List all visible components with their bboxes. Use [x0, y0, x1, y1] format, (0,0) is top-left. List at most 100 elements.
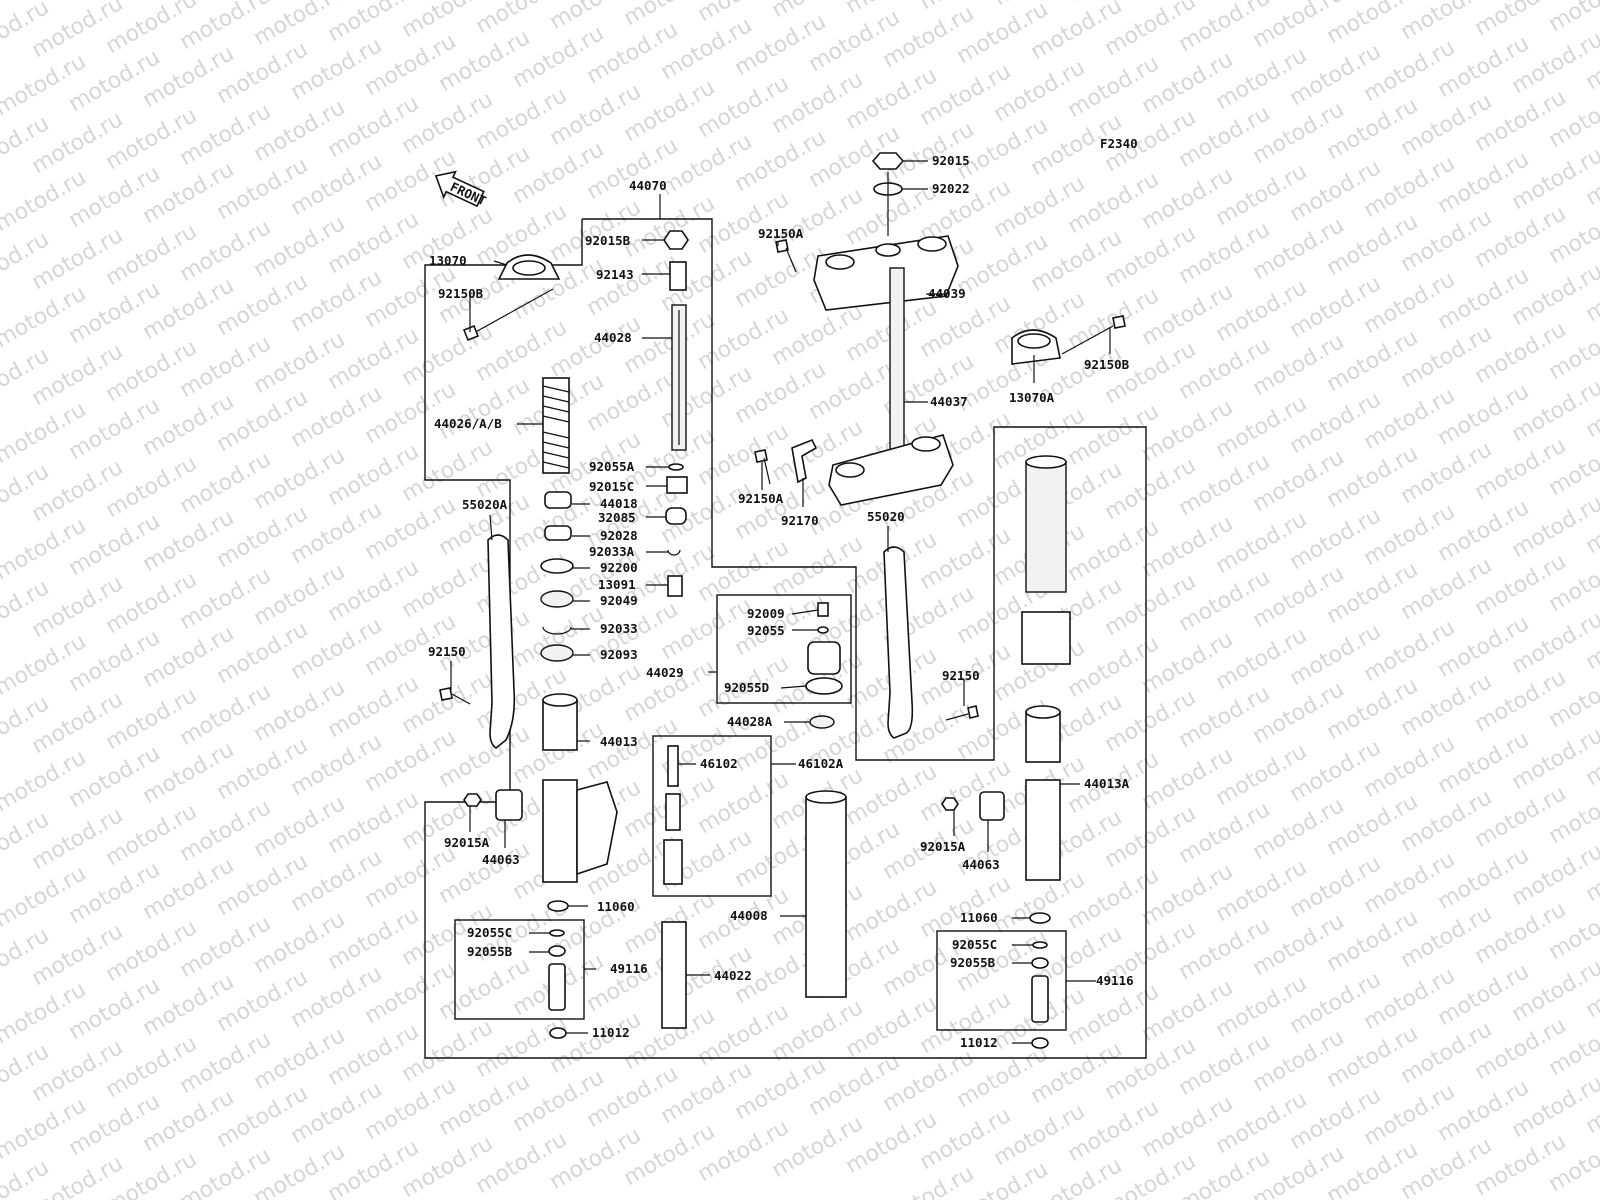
clamp-13070-icon: [499, 255, 559, 279]
oring-92055-icon: [818, 627, 828, 633]
label-13070: 13070: [429, 253, 467, 268]
label-92150-left: 92150: [428, 644, 466, 659]
label-44063-left: 44063: [482, 852, 520, 867]
label-92170: 92170: [781, 513, 819, 528]
outer-tube-44013-icon: [543, 694, 617, 882]
label-44028: 44028: [594, 330, 632, 345]
label-92200: 92200: [600, 560, 638, 575]
nut-92015-icon: [873, 153, 903, 169]
label-92055: 92055: [747, 623, 785, 638]
label-92049: 92049: [600, 593, 638, 608]
washer-44028a-icon: [810, 716, 834, 728]
label-44026: 44026/A/B: [434, 416, 502, 431]
label-44018: 44018: [600, 496, 638, 511]
label-92150b-right: 92150B: [1084, 357, 1130, 372]
washer-92200-icon: [541, 559, 573, 573]
label-92015: 92015: [932, 153, 970, 168]
bushing-44018-icon: [545, 492, 571, 508]
label-92015c: 92015C: [589, 479, 634, 494]
label-44039: 44039: [928, 286, 966, 301]
nut-92015a-right-icon: [942, 798, 958, 810]
label-92009: 92009: [747, 606, 785, 621]
label-92028: 92028: [600, 528, 638, 543]
fork-guard-55020-icon: [884, 547, 912, 738]
oring-92055a-icon: [669, 464, 683, 470]
clamp-44063-left-icon: [496, 790, 522, 820]
label-13070a: 13070A: [1009, 390, 1055, 405]
label-92150a-top: 92150A: [758, 226, 804, 241]
label-44070: 44070: [629, 178, 667, 193]
cap-44029-icon: [808, 642, 840, 674]
label-32085: 32085: [598, 510, 636, 525]
label-92033: 92033: [600, 621, 638, 636]
nut-92015c-icon: [667, 477, 687, 493]
collar-92143-icon: [670, 262, 686, 290]
nut-11012-right-icon: [1032, 1038, 1048, 1048]
bushing-92028-icon: [545, 526, 571, 540]
rod-46102a-upper-icon: [666, 794, 680, 830]
rod-46102a-lower-icon: [664, 840, 682, 884]
label-92150-right: 92150: [942, 668, 980, 683]
clamp-44063-right-icon: [980, 792, 1004, 820]
label-92055b-left: 92055B: [467, 944, 513, 959]
label-13091: 13091: [598, 577, 636, 592]
bolt-13091-icon: [668, 576, 682, 596]
label-92150a-bottom: 92150A: [738, 491, 784, 506]
rod-46102-icon: [668, 746, 678, 786]
label-44037: 44037: [930, 394, 968, 409]
label-44022: 44022: [714, 968, 752, 983]
outer-tube-44013a-icon: [1026, 706, 1060, 880]
label-55020a: 55020A: [462, 497, 508, 512]
label-44029: 44029: [646, 665, 684, 680]
seal-92049-icon: [541, 591, 573, 607]
label-92143: 92143: [596, 267, 634, 282]
clamp-13070a-icon: [1012, 330, 1060, 364]
label-49116-left: 49116: [610, 961, 648, 976]
label-44063-right: 44063: [962, 857, 1000, 872]
figure-code: F2340: [1100, 136, 1138, 151]
label-92093: 92093: [600, 647, 638, 662]
collar-32085-icon: [666, 508, 686, 524]
screw-92009-icon: [818, 603, 828, 616]
label-46102a: 46102A: [798, 756, 844, 771]
label-11060-right: 11060: [960, 910, 998, 925]
label-92150b-left: 92150B: [438, 286, 484, 301]
nut-92015b-icon: [664, 231, 688, 249]
label-11060-left: 11060: [597, 899, 635, 914]
label-92033a: 92033A: [589, 544, 635, 559]
oring-92055c-left-icon: [550, 930, 564, 936]
label-44028a: 44028A: [727, 714, 773, 729]
label-44008: 44008: [730, 908, 768, 923]
nut-92015a-left-icon: [464, 794, 481, 806]
inner-tube-right-icon: [1022, 456, 1070, 664]
label-55020: 55020: [867, 509, 905, 524]
spring-44026-icon: [543, 378, 569, 473]
valve-49116-left-icon: [549, 964, 565, 1010]
label-46102: 46102: [700, 756, 738, 771]
label-92055d: 92055D: [724, 680, 769, 695]
clip-92033a-icon: [668, 550, 680, 555]
seal-92093-icon: [541, 645, 573, 661]
inner-tube-44008-icon: [806, 797, 846, 997]
label-11012-left: 11012: [592, 1025, 630, 1040]
oring-92055b-right-icon: [1032, 958, 1048, 968]
label-92015b: 92015B: [585, 233, 631, 248]
label-44013a: 44013A: [1084, 776, 1130, 791]
cylinder-44022-icon: [662, 922, 686, 1028]
washer-11060-right-icon: [1030, 913, 1050, 923]
label-92055c-right: 92055C: [952, 937, 997, 952]
label-92015a-right: 92015A: [920, 839, 966, 854]
label-92022: 92022: [932, 181, 970, 196]
oring-92055c-right-icon: [1033, 942, 1047, 948]
oring-92055b-left-icon: [549, 946, 565, 956]
label-44013: 44013: [600, 734, 638, 749]
label-49116-right: 49116: [1096, 973, 1134, 988]
nut-11012-left-icon: [550, 1028, 566, 1038]
valve-49116-right-icon: [1032, 976, 1048, 1022]
oring-92055d-icon: [806, 678, 842, 694]
label-92055c-left: 92055C: [467, 925, 512, 940]
washer-11060-left-icon: [548, 901, 568, 911]
